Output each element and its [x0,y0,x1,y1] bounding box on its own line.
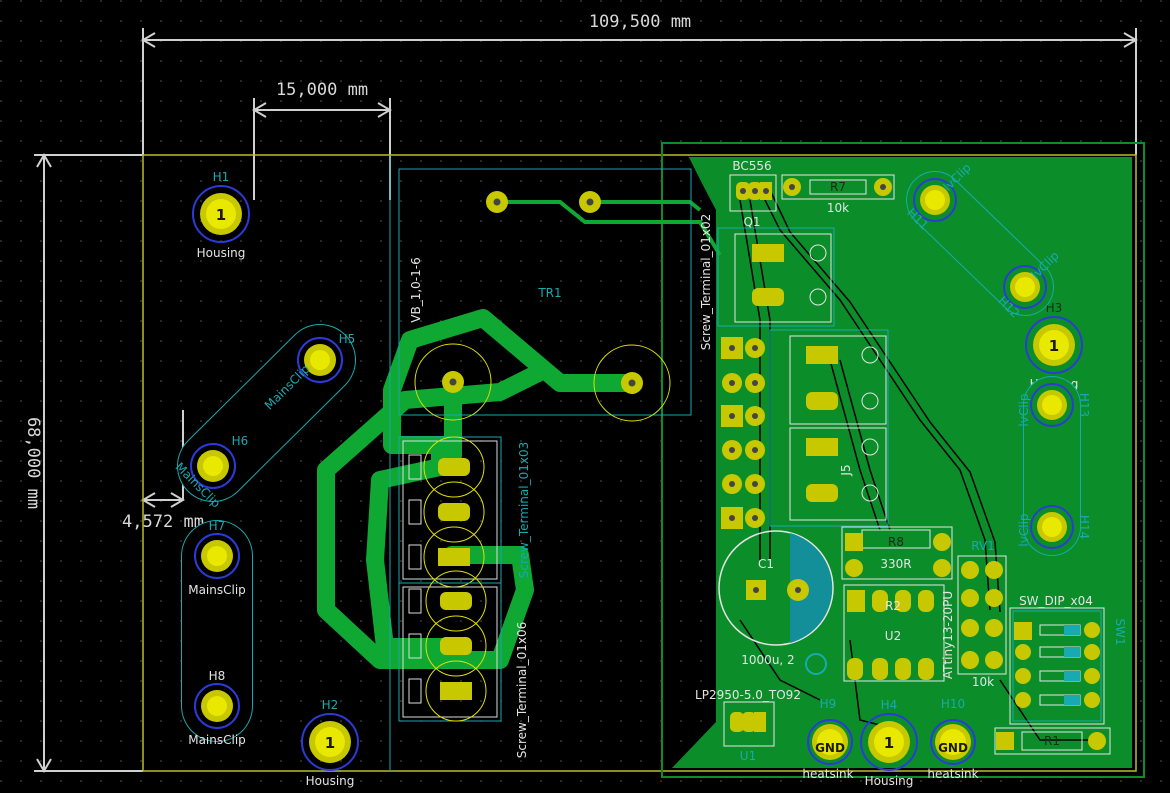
h1-mounting-hole[interactable]: 1 [192,185,250,243]
header-pads-left [721,337,765,529]
h10-ref: H10 [941,697,965,711]
h1-value: Housing [197,246,246,260]
h10-heatsink-hole[interactable]: GND [930,719,976,765]
c1-value: 1000u, 2 [741,653,794,667]
svg-text:1: 1 [216,206,226,224]
h3-ref: H3 [1046,301,1063,315]
r7-resistor [781,174,895,200]
rv1-value: 10k [972,675,994,689]
board-outline [142,154,1137,772]
dimension-height-label: 68,000 mm [23,417,43,509]
r1-resistor [994,727,1111,755]
q1-outline [729,174,777,212]
transformer-courtyard [398,168,692,416]
h13-value: lvClip [1017,393,1031,426]
r8-ref: R8 [888,535,904,549]
svg-text:1: 1 [1049,337,1059,355]
h2-mounting-hole[interactable]: 1 [301,713,359,771]
mains-screw-terminal-bottom [398,570,502,722]
j5-screw-terminal [769,329,889,527]
screw-terminal-3-label: Screw_Terminal_01x03 [517,442,531,578]
h13-h14-lvclip-slot [1023,376,1081,556]
zone-keepout-outline [661,142,1145,778]
q1-value: BC556 [732,159,771,173]
u2-ref: U2 [885,629,901,643]
h9-value: heatsink [802,767,853,781]
svg-text:GND: GND [815,741,845,755]
h3-mounting-hole[interactable]: 1 [1025,316,1083,374]
c1-capacitor [718,530,834,646]
h7-ref: H7 [209,519,226,533]
h5-h6-mainsclip-slot [177,324,356,502]
tr1-ref: TR1 [537,286,561,300]
u2-dip8 [843,584,945,682]
j1-value: Screw_Terminal_01x06 [515,622,529,758]
sw1-dip-switch [1009,607,1105,725]
h13-ref: H13 [1077,393,1091,417]
h8-ref: H8 [209,669,226,683]
h4-value: Housing [865,774,914,788]
sw1-ref: SW1 [1113,618,1127,645]
signal-traces [497,200,722,257]
r8-value: 330R [880,557,911,571]
h4-mounting-hole[interactable]: 1 [860,713,918,771]
h10-value: heatsink [927,767,978,781]
j3-value: Screw_Terminal_01x02 [699,214,713,350]
dimension-lines [34,28,1138,773]
h9-ref: H9 [820,697,837,711]
zone-edge [687,156,713,206]
h4-ref: H4 [881,698,898,712]
q1-pads [736,182,772,200]
svg-text:1: 1 [325,734,335,752]
h2-value: Housing [306,774,355,788]
rv1-ref: RV1 [971,539,995,553]
h7-value: MainsClip [188,583,246,597]
rv1-trimmer [957,555,1007,675]
h5-ref: H5 [339,332,356,346]
u1-regulator [723,653,827,747]
r1-ref: R1 [1044,734,1060,748]
r2-ref: R2 [885,599,901,613]
tr1-value: VB_1,0-1-6 [409,257,423,322]
h11-h12-lvclip-slot [906,171,1054,316]
c1-ref: C1 [758,557,774,571]
h1-ref: H1 [213,170,230,184]
u1-ref: U1 [740,749,756,763]
h2-ref: H2 [322,698,339,712]
h7-h8-mainsclip-slot [181,520,253,742]
dimension-margin-label: 4,572 mm [122,512,204,532]
h8-value: MainsClip [188,733,246,747]
r7-value: 10k [827,201,849,215]
tr1-pads [414,191,671,422]
h6-ref: H6 [232,434,249,448]
svg-text:1: 1 [884,734,894,752]
dimension-width-label: 109,500 mm [589,12,691,32]
j5-ref: J5 [839,464,853,476]
h9-heatsink-hole[interactable]: GND [807,719,853,765]
sw1-value: SW_DIP_x04 [1019,594,1093,608]
h14-ref: H14 [1077,515,1091,539]
q1-ref: Q1 [743,215,760,229]
r8-resistor [841,526,953,580]
u2-value: ATtiny13-20PU [941,591,955,679]
h14-value: lvClip [1017,513,1031,546]
svg-text:GND: GND [938,741,968,755]
dimension-offset-label: 15,000 mm [276,80,368,100]
u1-value: LP2950-5.0_TO92 [695,688,801,702]
r7-ref: R7 [830,180,846,194]
j3-screw-terminal [717,227,835,327]
